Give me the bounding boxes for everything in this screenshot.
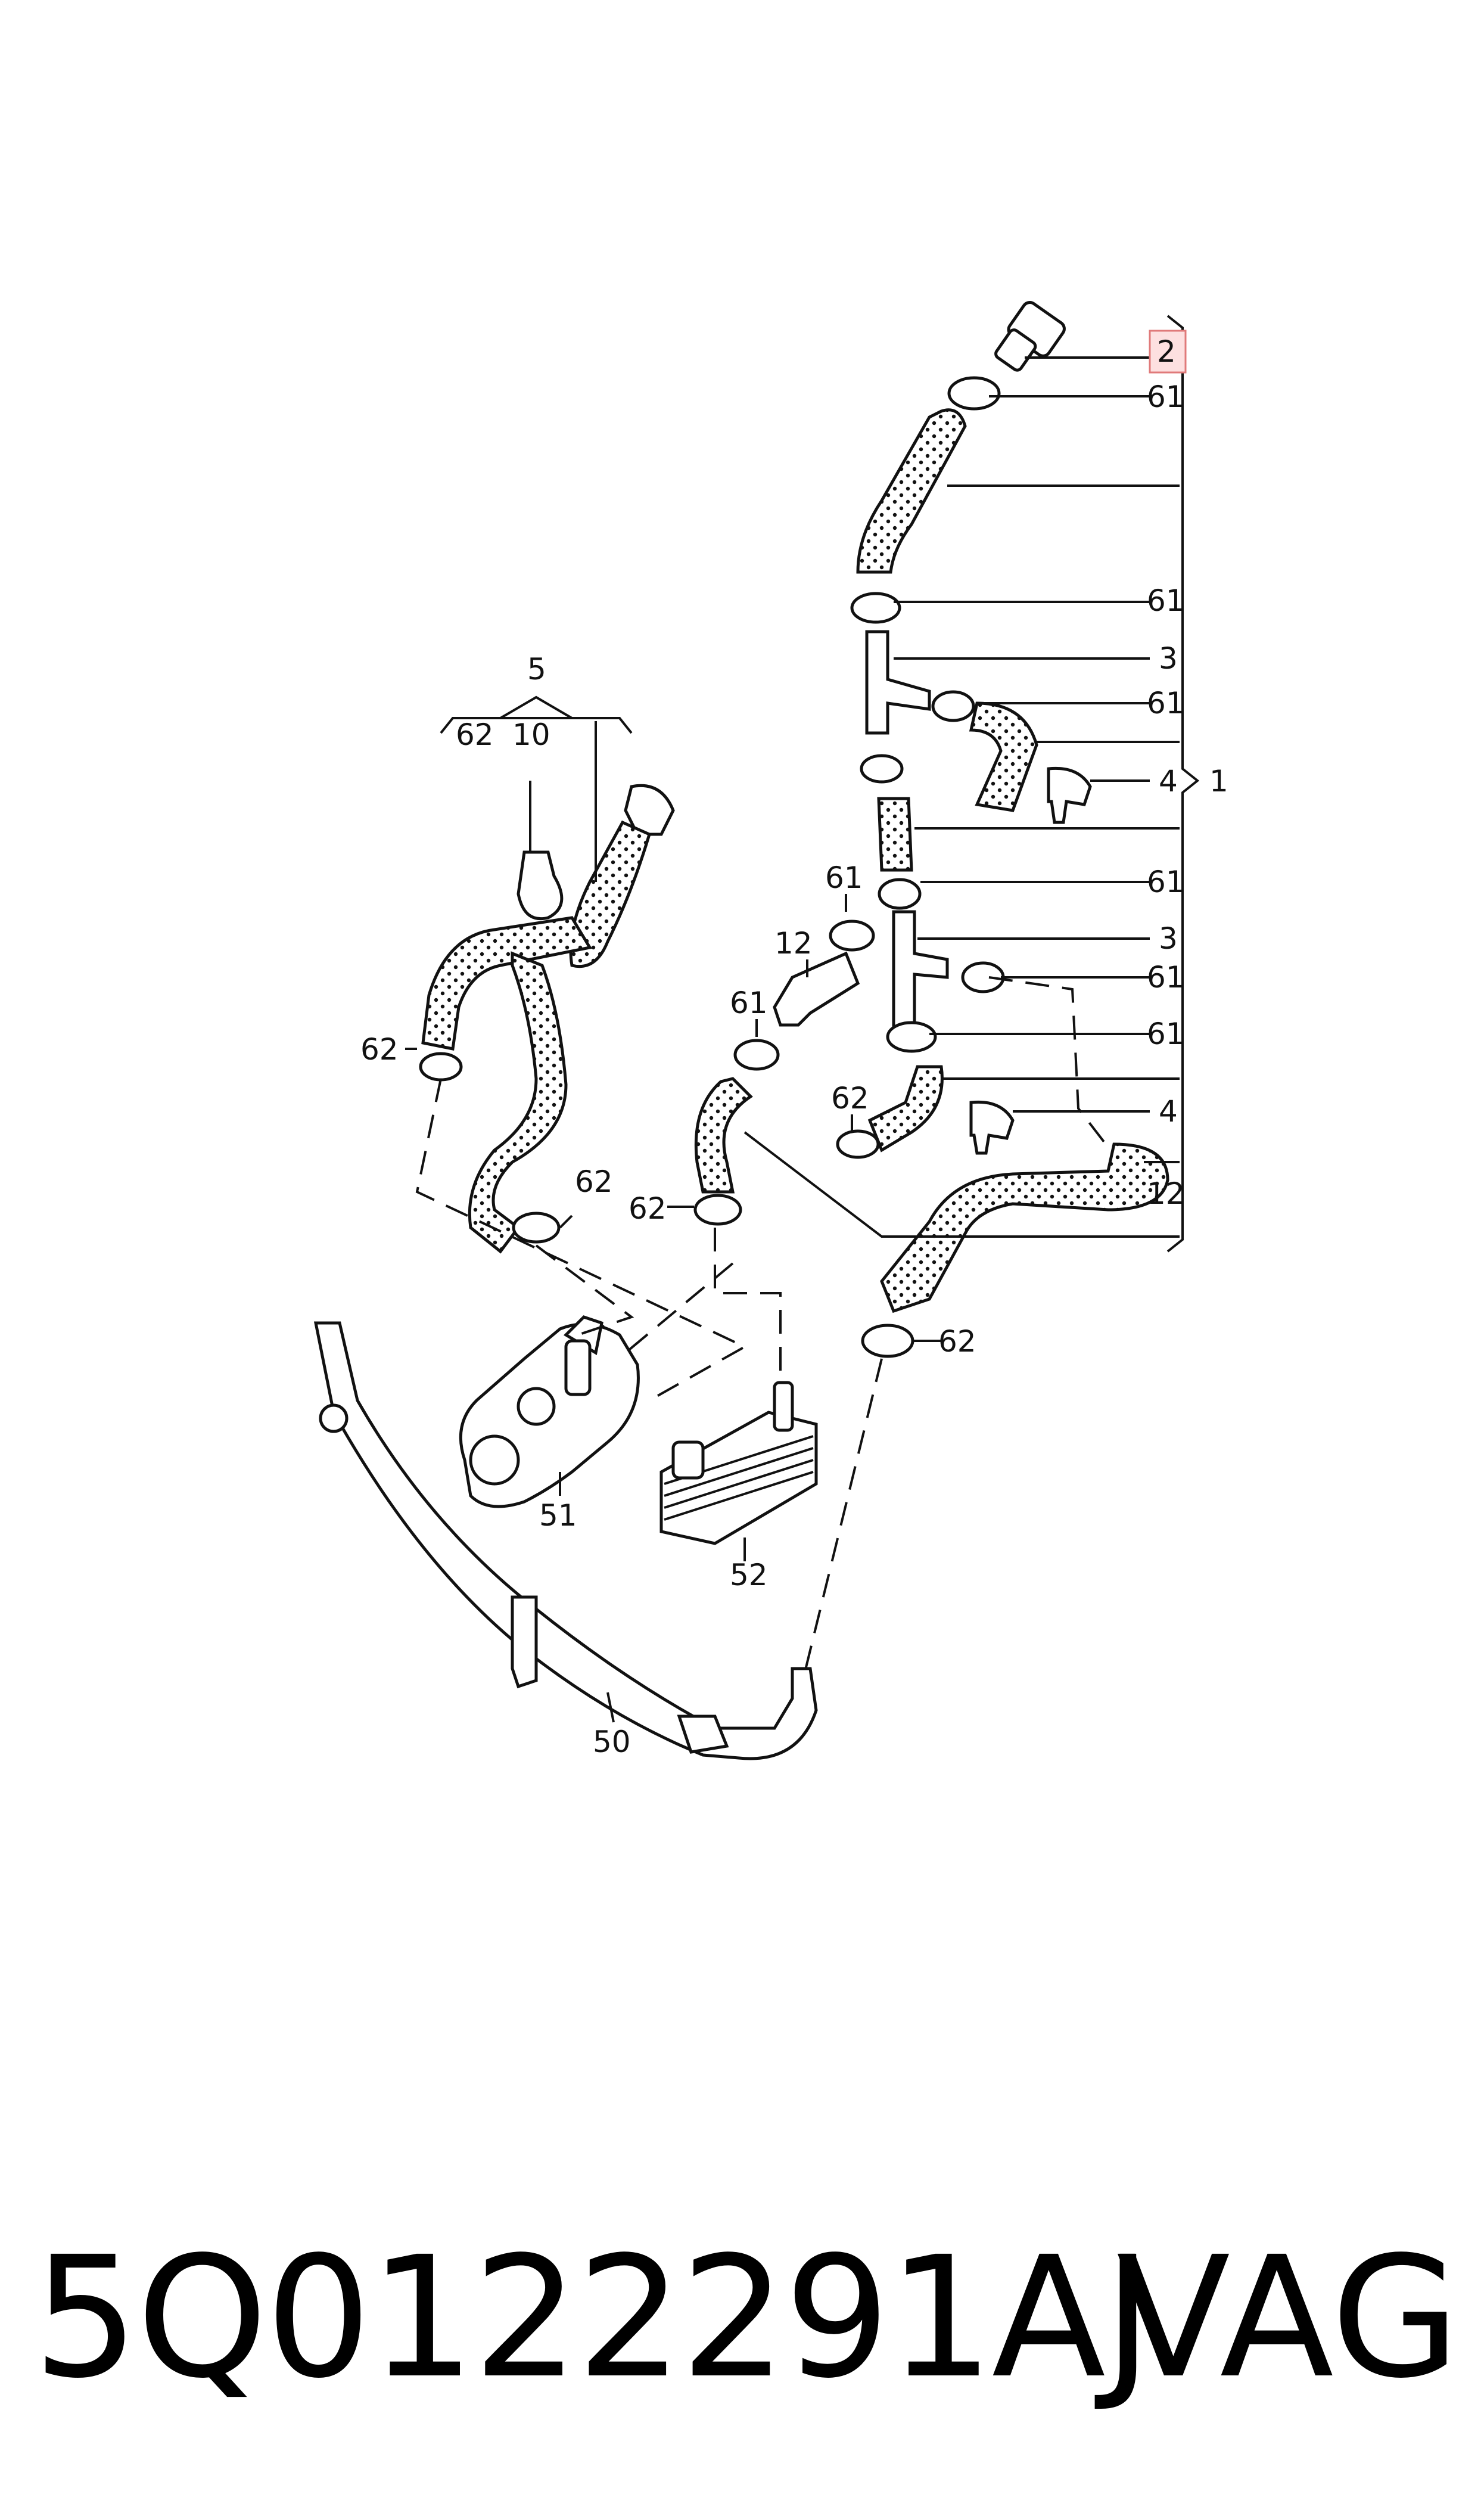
clamp-61	[947, 376, 1001, 411]
lower-hose	[867, 1065, 944, 1153]
valve-12	[773, 951, 860, 1027]
hose-assembly-1	[836, 301, 1169, 1358]
clamp-62	[693, 1194, 742, 1226]
callout-61: 61	[825, 861, 863, 895]
callout-10: 10	[512, 718, 550, 752]
bracket-4	[969, 1100, 1015, 1155]
brand-name: VAG	[1116, 2221, 1460, 2415]
clamp-61	[931, 690, 975, 722]
callout-62: 62	[456, 718, 494, 752]
quick-connector-2	[994, 301, 1066, 372]
footer: 5Q0122291AJ VAG	[0, 2229, 1484, 2408]
callout-12: 12	[774, 926, 813, 961]
callout-62: 62	[575, 1164, 613, 1199]
highlight-box-2	[1149, 330, 1187, 374]
callout-4: 4	[1159, 764, 1178, 799]
callout-61: 61	[730, 986, 768, 1020]
branch-hose	[969, 701, 1038, 812]
inline-valve-12-assembly	[693, 920, 875, 1226]
callout-62: 62	[629, 1191, 667, 1226]
hose-assembly-5	[419, 784, 675, 1254]
dashed-routing	[415, 976, 1109, 1675]
callout-3: 3	[1159, 641, 1178, 676]
tee-piece-3	[892, 910, 949, 1033]
callout-61: 61	[1147, 686, 1185, 720]
callout-2: 2	[1157, 334, 1176, 369]
middle-hose	[877, 797, 913, 872]
left-top-connector	[624, 784, 675, 836]
callout-5: 5	[527, 652, 546, 687]
callout-61: 61	[1147, 865, 1185, 899]
callout-3: 3	[1159, 921, 1178, 956]
left-long-hose	[468, 951, 568, 1254]
clamp-61	[829, 920, 875, 952]
clamp	[860, 754, 904, 784]
callout-61: 61	[1147, 960, 1185, 995]
upper-hose	[856, 408, 967, 574]
clamp-61	[850, 592, 901, 624]
clip-10	[517, 850, 564, 921]
callout-62: 62	[831, 1081, 869, 1116]
clamp-61	[886, 1021, 937, 1053]
oil-cooler-52	[659, 1381, 818, 1545]
clamp-62	[419, 1052, 463, 1082]
left-cross-hose	[421, 916, 592, 1051]
callout-62: 62	[360, 1032, 399, 1067]
bracket-4	[1047, 766, 1092, 824]
callout-4: 4	[1159, 1094, 1178, 1129]
hose-to-valve	[694, 1077, 753, 1194]
clamp-62	[836, 1129, 880, 1159]
callout-61: 61	[1147, 1017, 1185, 1051]
leader-lines	[405, 315, 1200, 1723]
tee-piece-3	[865, 630, 931, 735]
callouts: 2 61 61 3 61 4 1 61 3 61 61 4 12 5 62 10…	[360, 330, 1228, 1759]
callout-12: 12	[1147, 1176, 1185, 1211]
part-number: 5Q0122291AJ	[33, 2221, 1153, 2415]
callout-52: 52	[730, 1558, 768, 1592]
callout-51: 51	[539, 1498, 577, 1533]
callout-62: 62	[938, 1324, 976, 1359]
clamp-61	[733, 1039, 780, 1071]
coolant-pipe-50	[313, 1321, 818, 1760]
hose-12	[880, 1142, 1169, 1313]
callout-61: 61	[1147, 380, 1185, 414]
callout-61: 61	[1147, 583, 1185, 618]
clamp-62	[861, 1324, 914, 1358]
callout-50: 50	[593, 1725, 631, 1759]
thermostat-housing-51	[459, 1315, 640, 1508]
clamp-62	[512, 1212, 561, 1244]
clamp-61	[878, 878, 922, 910]
callout-1: 1	[1209, 764, 1228, 799]
